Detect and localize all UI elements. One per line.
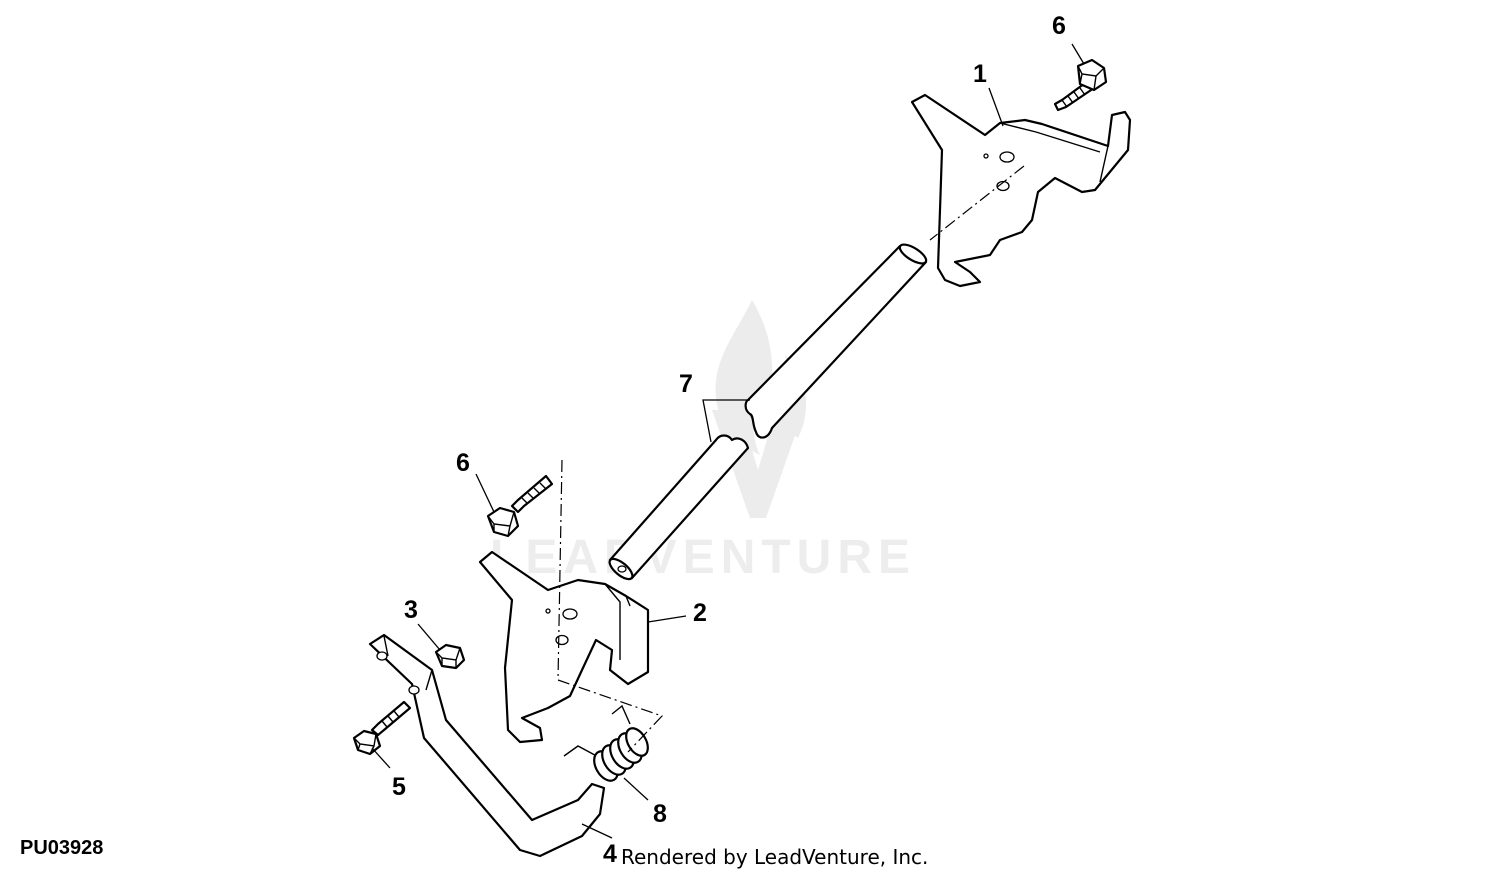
leader-lines (371, 43, 1085, 839)
watermark-v-icon (712, 410, 804, 518)
callouts: 1 2 3 4 5 6 6 7 8 (392, 12, 1066, 868)
callout-7: 7 (679, 370, 693, 398)
small-bolt (352, 700, 412, 756)
callout-8: 8 (653, 800, 667, 828)
centerlines (557, 165, 1025, 753)
callout-4: 4 (603, 840, 617, 868)
callout-1: 1 (973, 60, 987, 88)
callout-2: 2 (693, 599, 707, 627)
upper-bracket (910, 93, 1132, 288)
torsion-spring (563, 704, 649, 782)
nut (434, 643, 466, 670)
figure-code: PU03928 (20, 837, 103, 859)
callout-6-upper: 6 (1052, 12, 1066, 40)
lower-bolt (486, 474, 554, 538)
upper-rod (744, 243, 928, 439)
callout-5: 5 (392, 773, 406, 801)
callout-6-lower: 6 (456, 449, 470, 477)
lower-rod (608, 434, 750, 581)
watermark-text: LEADVENTURE (490, 531, 916, 584)
callout-3: 3 (404, 596, 418, 624)
credit-text: Rendered by LeadVenture, Inc. (621, 845, 928, 869)
link-rod (368, 633, 606, 858)
upper-bolt (1053, 58, 1108, 112)
